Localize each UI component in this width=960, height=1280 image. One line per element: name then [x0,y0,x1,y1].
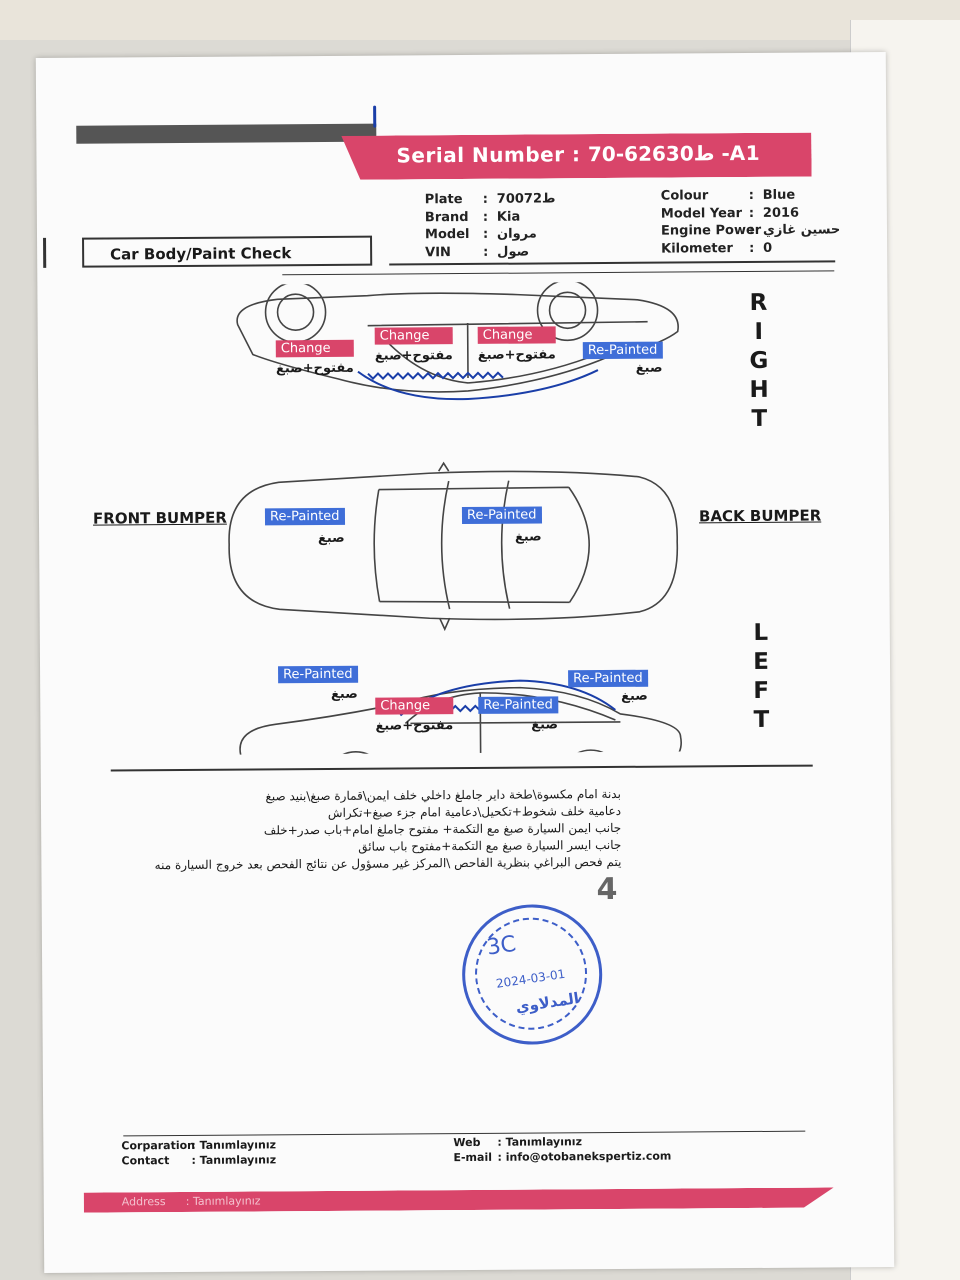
info-row-engine-power: Engine Power:حسين غازي [660,222,841,239]
info-row-kilometer: Kilometer:0 [661,240,773,257]
left-tick [43,237,47,268]
tag-left-front-door: Change مفتوح+صبغ [375,697,454,734]
info-row-model-year: Model Year:2016 [660,205,800,222]
footer-left: Corparation: Tanımlayınız Contact: Tanım… [121,1138,277,1168]
email-link[interactable]: info@otobanekspertiz.com [505,1149,672,1164]
tag-right-rear-door: Change مفتوح+صبغ [477,326,556,363]
footer-address: Address: Tanımlayınız [121,1194,261,1209]
diagram-top-divider [282,270,835,276]
tag-right-front-door: Change مفتوح+صبغ [374,327,453,364]
left-rear-wheel [560,749,622,755]
tag-right-front-fender: Change مفتوح+صبغ [275,339,354,377]
serial-number: Serial Number : ط62630-70 -A1 [396,141,760,168]
tag-left-front-fender: Re-Painted صبغ [278,665,358,703]
tag-hood: Re-Painted صبغ [264,507,345,547]
inspection-stamp: 3C 2024-03-01 المدلاوي [452,895,612,1055]
header-gray-bar [76,123,377,144]
tag-right-quarter: Re-Painted صبغ [582,341,663,377]
left-side-label: L E F T [753,619,770,733]
inspection-report-page: Serial Number : ط62630-70 -A1 Plate:ط700… [35,52,895,1273]
info-row-plate: Plate:ط70072 [424,191,556,208]
back-bumper-label: BACK BUMPER [698,506,822,526]
footer-right: Web: Tanımlayınız E-mail: info@otobaneks… [453,1135,672,1165]
vehicle-info-right: Colour:Blue Model Year:2016 Engine Power… [661,186,841,257]
handwritten-mark: 4 [596,871,618,908]
section-title: Car Body/Paint Check [82,235,373,268]
right-side-label: R I G H T [749,289,769,432]
front-bumper-label: FRONT BUMPER [92,508,227,528]
note-line: يتم فحص البراغي بنظرية الفاحص \المركز غي… [154,854,622,873]
car-left-side-outline [239,686,682,755]
diagram-bottom-divider [110,764,813,772]
serial-label: Serial Number : [396,142,581,168]
tag-left-quarter: Re-Painted صبغ [568,669,648,705]
info-row-colour: Colour:Blue [660,187,796,204]
stamp-code: 3C [485,931,518,961]
info-row-vin: VIN:صول [425,244,530,260]
inspection-notes: بدنة امام مكسوة\طخة داير جاملغ داخلي خلف… [121,786,622,874]
vehicle-info-left: Plate:ط70072 Brand:Kia Model:مروان VIN:ص… [425,190,556,261]
car-top-view-outline [228,470,679,621]
tag-roof: Re-Painted صبغ [461,506,542,545]
left-front-wheel [325,750,387,755]
right-front-wheel [264,281,327,343]
info-row-model: Model:مروان [424,226,537,243]
tag-left-rear-door: Re-Painted صبغ [478,696,558,733]
info-row-brand: Brand:Kia [424,209,521,225]
pen-scribble-right [357,369,599,401]
serial-value: ط62630-70 -A1 [587,140,761,167]
right-rear-wheel [536,281,599,342]
info-divider [389,260,836,266]
pen-mark [373,105,377,128]
